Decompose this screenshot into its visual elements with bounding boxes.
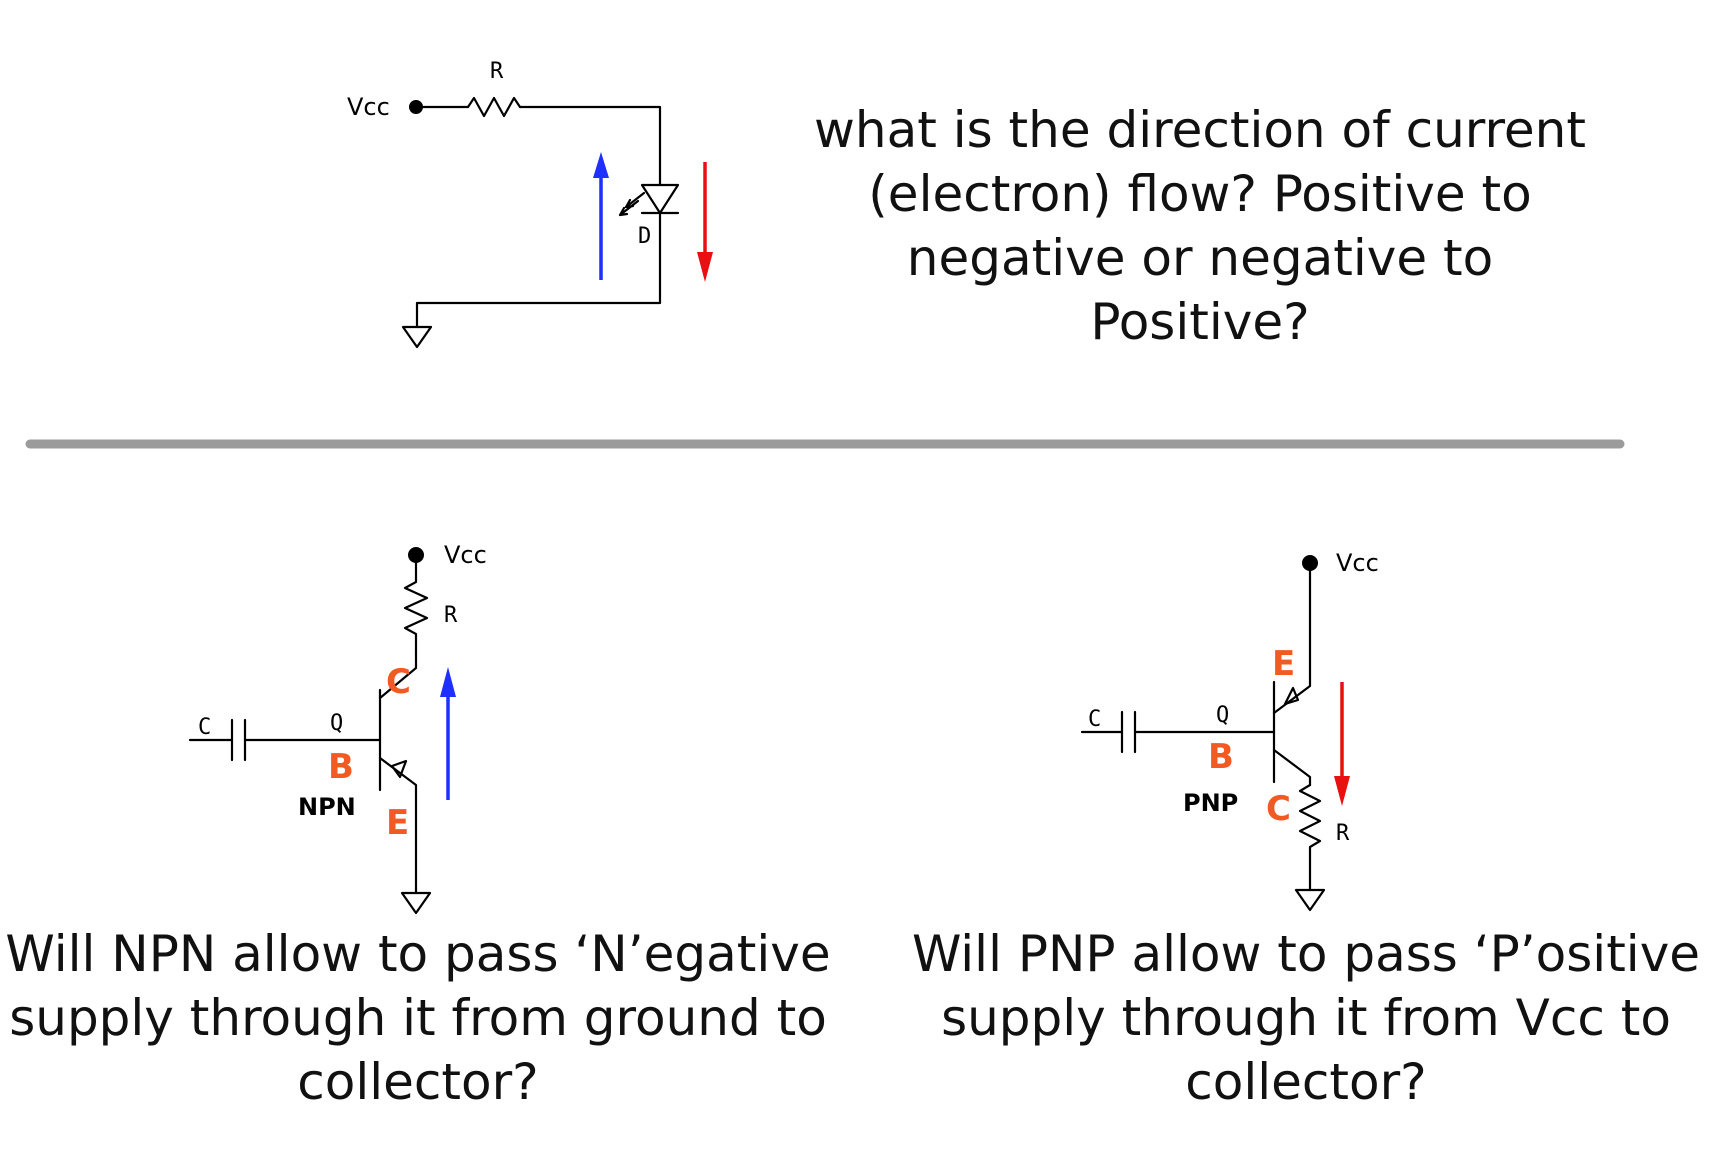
pnp-capacitor — [1080, 710, 1137, 754]
pnp-capacitor-label: C — [1088, 707, 1101, 732]
npn-resistor — [403, 553, 429, 652]
top-ground-icon — [401, 325, 433, 349]
npn-vcc-label: Vcc — [444, 541, 487, 569]
pnp-vcc-label: Vcc — [1336, 549, 1379, 577]
led-light-arrows-icon — [618, 191, 646, 217]
npn-type-label: NPN — [298, 793, 356, 821]
npn-base-pin-label: B — [328, 747, 354, 787]
top-resistor-label: R — [490, 59, 504, 84]
top-conventional-flow-arrow — [697, 162, 713, 282]
top-diode-label: D — [638, 224, 651, 249]
pnp-resistor-label: R — [1336, 821, 1350, 846]
npn-electron-flow-arrow — [440, 667, 456, 800]
pnp-emitter-pin-label: E — [1272, 644, 1295, 684]
pnp-resistor — [1298, 783, 1322, 892]
npn-capacitor-label: C — [198, 715, 211, 740]
top-wire-resistor-to-diode — [518, 105, 662, 187]
pnp-type-label: PNP — [1183, 789, 1238, 817]
led-diode-symbol — [640, 183, 680, 215]
npn-circuit: Vcc R C Q B C E NPN — [188, 541, 487, 915]
pnp-question-text: Will PNP allow to pass ‘P’ositive supply… — [911, 925, 1701, 1111]
top-wire-diode-to-ground — [415, 211, 662, 329]
npn-resistor-label: R — [444, 603, 458, 628]
pnp-base-pin-label: B — [1208, 737, 1234, 777]
npn-emitter-pin-label: E — [386, 803, 409, 843]
npn-ground-icon — [400, 891, 432, 915]
npn-emitter-arrow — [390, 759, 408, 779]
pnp-collector-lead — [1272, 748, 1312, 787]
top-electron-flow-arrow — [593, 152, 609, 280]
top-question-text: what is the direction of current (electr… — [814, 101, 1586, 351]
pnp-collector-pin-label: C — [1266, 789, 1291, 829]
pnp-emitter-arrow — [1283, 686, 1300, 706]
npn-capacitor — [188, 718, 247, 762]
top-resistor — [466, 96, 522, 118]
pnp-circuit: Vcc R C Q B E C PNP — [1080, 549, 1379, 912]
pnp-ground-icon — [1294, 888, 1326, 912]
npn-question-text: Will NPN allow to pass ‘N’egative supply… — [5, 925, 831, 1111]
top-circuit: Vcc R D — [347, 59, 713, 349]
top-vcc-label: Vcc — [347, 93, 390, 121]
npn-transistor-label: Q — [330, 711, 343, 736]
npn-collector-pin-label: C — [386, 662, 411, 702]
pnp-transistor-label: Q — [1216, 703, 1229, 728]
pnp-conventional-flow-arrow — [1334, 682, 1350, 806]
npn-collector-lead — [378, 648, 418, 700]
